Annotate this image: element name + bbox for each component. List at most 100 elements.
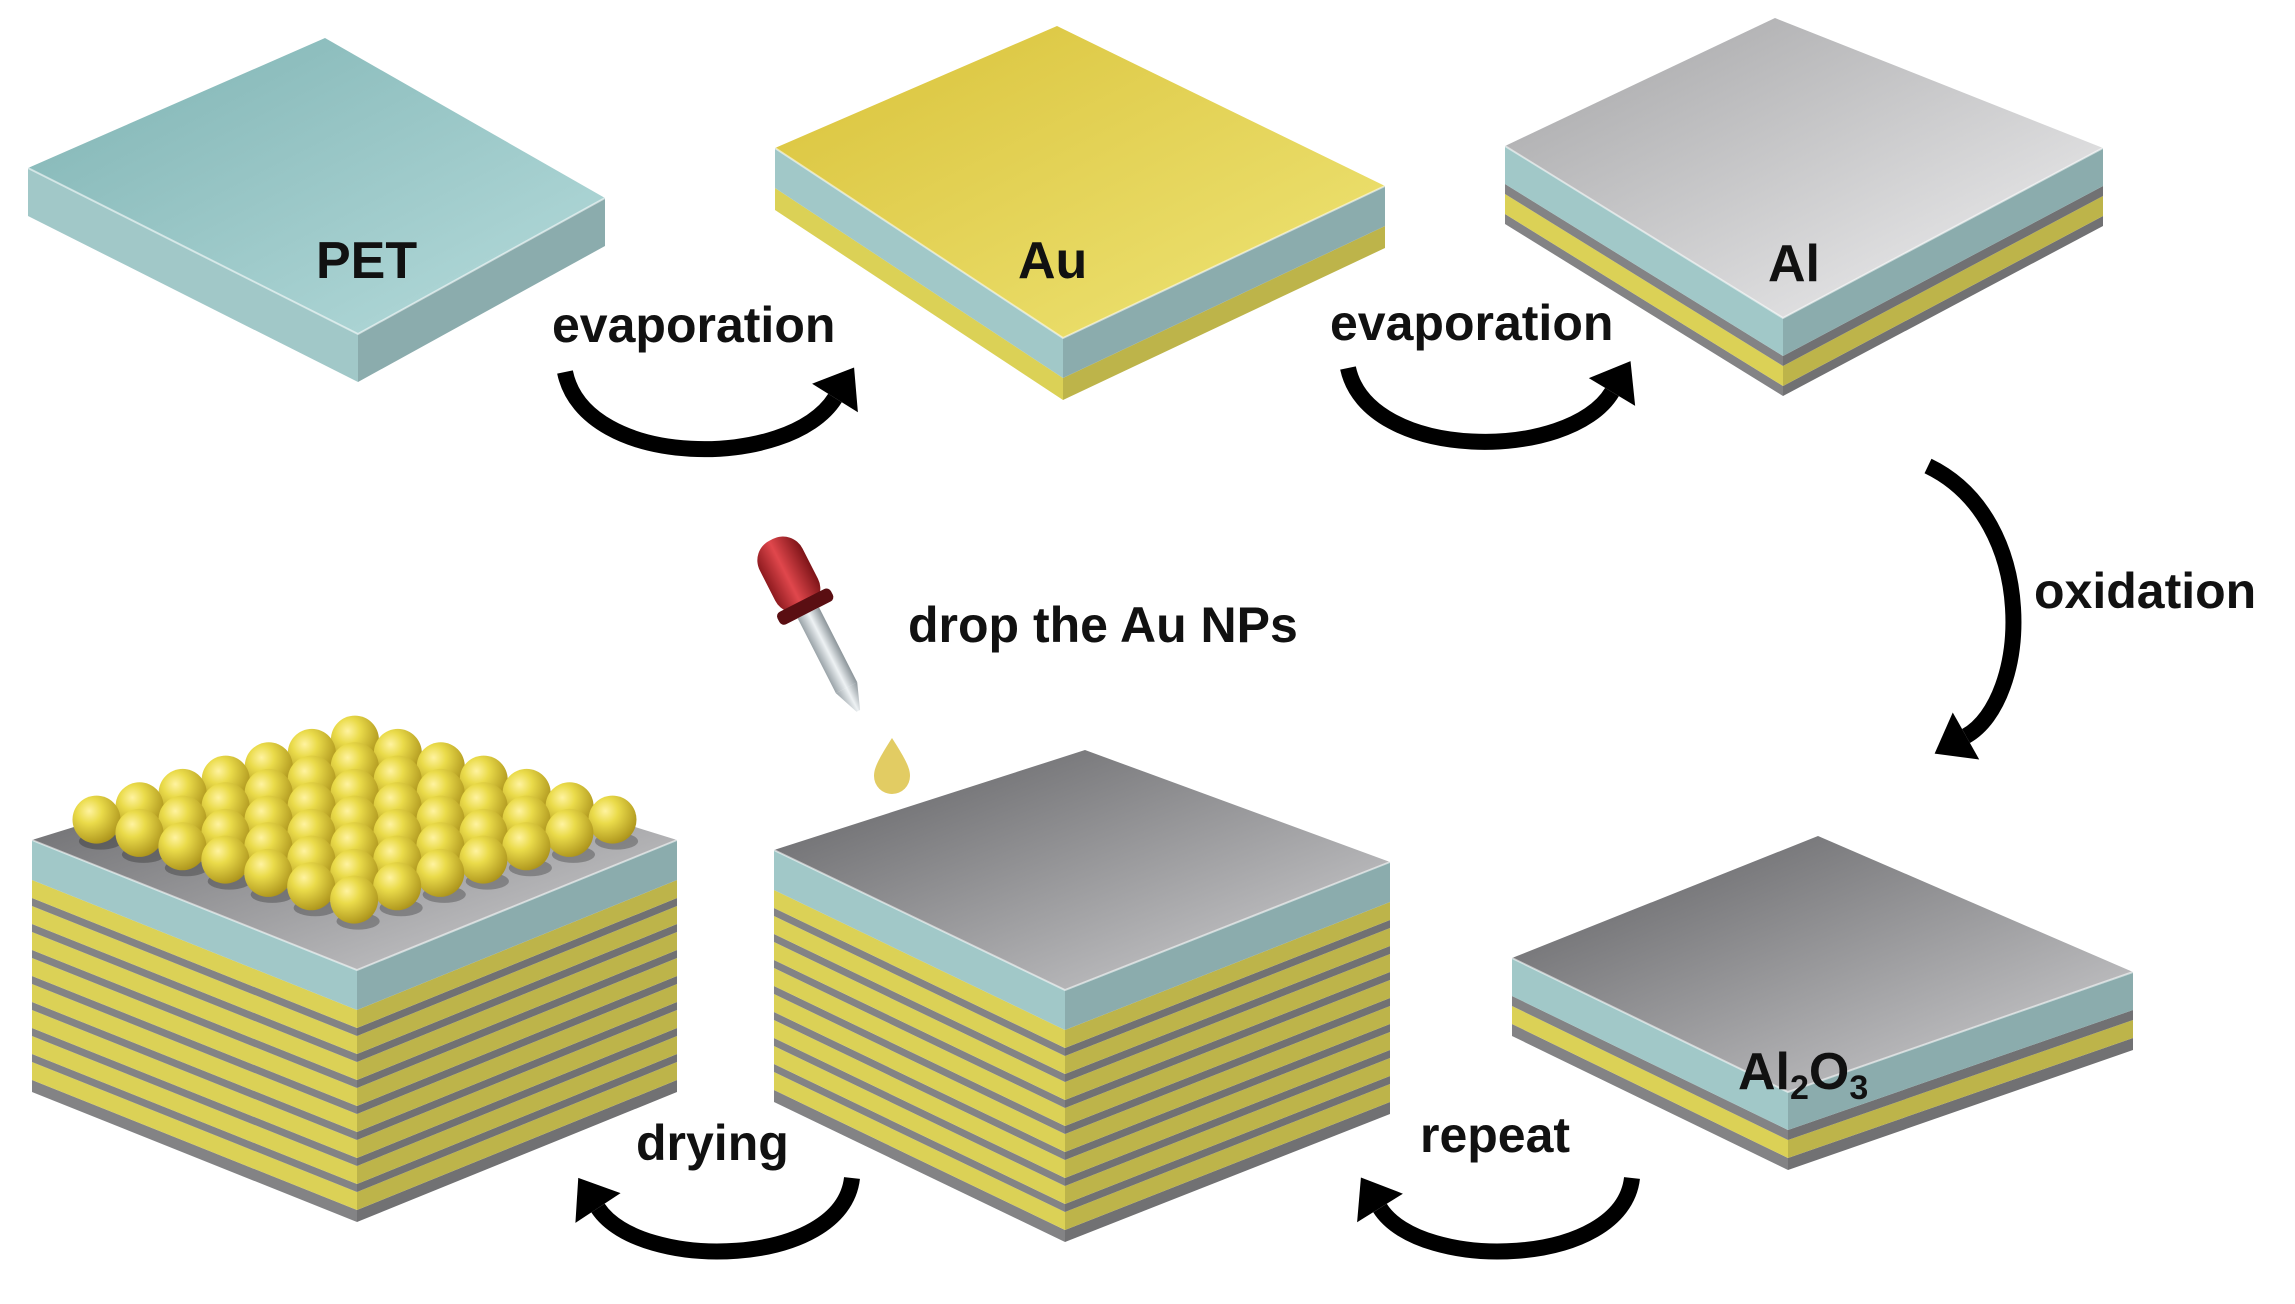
dropper-bulb [757, 536, 821, 613]
slab-top-surface [774, 750, 1390, 990]
slab-right-side [1063, 186, 1385, 378]
slab-left-side [32, 1080, 357, 1222]
au-nanoparticle [287, 862, 336, 911]
slab-right-side [1788, 1038, 2133, 1170]
al-coated-substrate [1504, 18, 2104, 396]
evaporation-label-2: evaporation [1330, 295, 1614, 351]
slab-left-side [28, 168, 358, 382]
slab-left-side [1505, 146, 1783, 356]
al2o3-label-sub1: 2 [1790, 1069, 1809, 1107]
slab-edge-highlight [1511, 957, 2134, 1094]
slab-left-side [774, 986, 1065, 1134]
slab-right-side [1065, 1076, 1390, 1212]
slab-right-side [1788, 1020, 2133, 1158]
curved-arrow-icon [1934, 712, 1980, 760]
evaporation-arrow-1 [557, 367, 858, 458]
slab-top-surface [1512, 836, 2133, 1092]
slab-left-side [32, 924, 357, 1062]
slab-right-side [357, 880, 677, 1028]
au-nanoparticle [545, 808, 594, 857]
curved-arrow-icon [575, 1177, 621, 1223]
slab-right-side [357, 1028, 677, 1166]
dropper-collar [777, 588, 834, 625]
slab-top-surface [1505, 18, 2103, 318]
repeat-label: repeat [1420, 1107, 1571, 1163]
slab-left-side [774, 1038, 1065, 1186]
slab-right-side [357, 950, 677, 1088]
dropper-tip [835, 682, 861, 712]
slab-left-side [1512, 1024, 1788, 1170]
au-nanoparticle [158, 822, 207, 871]
slab-left-side [774, 968, 1065, 1126]
slab-right-side [357, 840, 677, 1010]
slab-left-side [774, 994, 1065, 1152]
oxidation-label: oxidation [2034, 563, 2257, 619]
slab-left-side [1505, 184, 1783, 366]
au-nanoparticle-array [72, 715, 639, 930]
slab-left-side [32, 880, 357, 1028]
slab-edge-highlight [27, 167, 606, 336]
slab-left-side [32, 1028, 357, 1166]
au-nanoparticle [72, 795, 121, 844]
slab-right-side [1783, 186, 2103, 366]
slab-left-side [1512, 958, 1788, 1130]
drying-label: drying [636, 1115, 789, 1171]
slab-left-side [32, 1010, 357, 1158]
slab-right-side [1065, 1032, 1390, 1178]
slab-left-side [32, 1054, 357, 1192]
slab-left-side [774, 1064, 1065, 1212]
slab-right-side [357, 924, 677, 1062]
slab-top-surface [28, 38, 605, 334]
multilayer-stack [773, 750, 1391, 1242]
slab-left-side [774, 1090, 1065, 1242]
slab-left-side [775, 188, 1063, 400]
slab-left-side [1512, 1006, 1788, 1158]
slab-right-side [1065, 1050, 1390, 1186]
slab-left-side [32, 1062, 357, 1210]
au-nanoparticle [416, 848, 465, 897]
slab-left-side [32, 898, 357, 1036]
slab-right-side [1788, 972, 2133, 1130]
slab-left-side [774, 1020, 1065, 1178]
droplet-icon [874, 738, 910, 794]
slab-right-side [357, 1080, 677, 1222]
slab-right-side [1065, 1024, 1390, 1160]
curved-arrow-icon [1588, 361, 1636, 406]
slab-left-side [774, 960, 1065, 1108]
drop-au-nps-label: drop the Au NPs [908, 597, 1298, 653]
drying-arrow [575, 1176, 860, 1260]
slab-right-side [1065, 998, 1390, 1134]
slab-right-side [1783, 148, 2103, 356]
slab-right-side [1065, 1058, 1390, 1204]
slab-edge-highlight [31, 839, 678, 972]
slab-right-side [357, 906, 677, 1054]
al2o3-label-mid: O [1808, 1043, 1850, 1101]
au-nanoparticle [459, 835, 508, 884]
arrow-body [591, 1176, 860, 1260]
slab-right-side [1783, 196, 2103, 386]
slab-right-side [357, 984, 677, 1132]
slab-left-side [1512, 996, 1788, 1140]
au-nanoparticle [502, 822, 551, 871]
dropper-tube [797, 607, 858, 694]
slab-right-side [1065, 972, 1390, 1108]
slab-right-side [1788, 1010, 2133, 1140]
slab-left-side [32, 976, 357, 1114]
pet-substrate [27, 38, 606, 382]
slab-edge-highlight [774, 147, 1386, 340]
arrow-body [1924, 458, 2022, 743]
slab-left-side [32, 984, 357, 1132]
au-nanoparticle [373, 862, 422, 911]
slab-left-side [1505, 214, 1783, 396]
au-coated-substrate [774, 26, 1386, 400]
al-label: Al [1768, 235, 1820, 293]
slab-left-side [32, 932, 357, 1080]
slab-right-side [357, 932, 677, 1080]
slab-right-side [1065, 954, 1390, 1100]
au-nanoparticle [244, 848, 293, 897]
evaporation-label-1: evaporation [552, 297, 836, 353]
au-label: Au [1018, 232, 1088, 290]
slab-right-side [358, 198, 605, 382]
slab-top-surface [775, 26, 1385, 338]
